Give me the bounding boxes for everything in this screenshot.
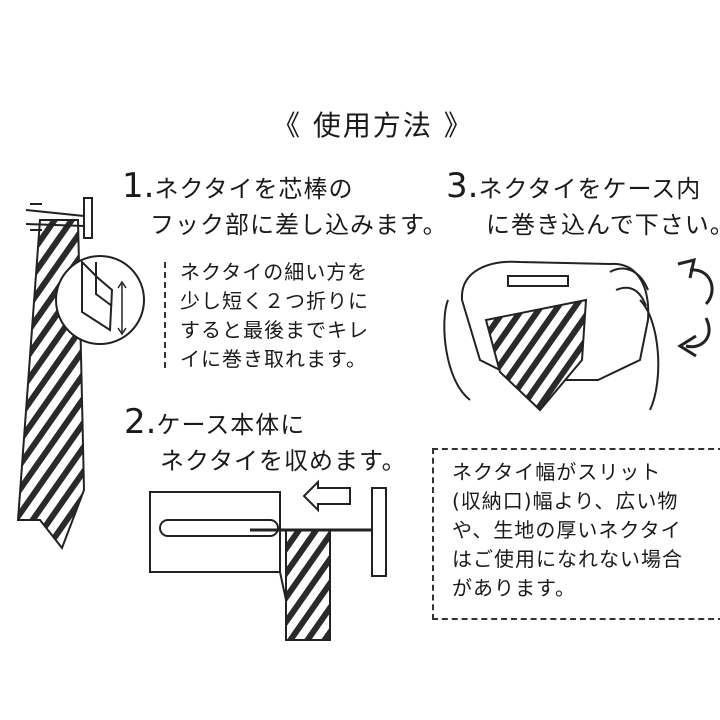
step3-line1: ネクタイをケース内	[478, 175, 702, 203]
warning-note: ネクタイ幅がスリット (収納口)幅より、広い物 や、生地の厚いネクタイ はご使用…	[452, 458, 683, 603]
step1-note-line: すると最後までキレ	[180, 318, 369, 342]
step2-line2: ネクタイを収めます。	[160, 447, 407, 475]
step1-text: 1.ネクタイを芯棒の フック部に差し込みます。	[122, 168, 448, 243]
step1-line1: ネクタイを芯棒の	[154, 175, 354, 203]
step1-note-line: ネクタイの細い方を	[180, 260, 369, 284]
case-illustration	[149, 479, 387, 641]
page-title: 《 使用方法 》	[272, 109, 474, 142]
fold-detail-circle	[55, 255, 145, 345]
step2-text: 2.ケース本体に ネクタイを収めます。	[124, 404, 407, 479]
step3-line2: に巻き込んで下さい。	[486, 211, 720, 239]
warning-line: はご使用になれない場合	[452, 547, 683, 571]
tie-illustration	[16, 197, 93, 551]
step1-note-line: イに巻き取れます。	[180, 347, 367, 371]
warning-line: があります。	[452, 576, 576, 600]
step2-line1: ケース本体に	[156, 411, 306, 439]
hands-rolling-illustration	[443, 260, 660, 412]
rotate-arrows-icon	[677, 257, 714, 358]
note-divider	[164, 262, 166, 368]
warning-line: や、生地の厚いネクタイ	[452, 518, 682, 542]
warning-box	[432, 448, 720, 620]
warning-line: (収納口)幅より、広い物	[452, 489, 679, 513]
step1-line2: フック部に差し込みます。	[150, 211, 448, 239]
step1-note: ネクタイの細い方を 少し短く２つ折りに すると最後までキレ イに巻き取れます。	[180, 258, 369, 374]
step3-number: 3.	[446, 166, 479, 206]
warning-line: ネクタイ幅がスリット	[452, 460, 662, 484]
step1-number: 1.	[122, 166, 155, 206]
step1-note-line: 少し短く２つ折りに	[180, 289, 369, 313]
step2-number: 2.	[124, 402, 157, 442]
step3-text: 3.ネクタイをケース内 に巻き込んで下さい。	[446, 168, 720, 243]
